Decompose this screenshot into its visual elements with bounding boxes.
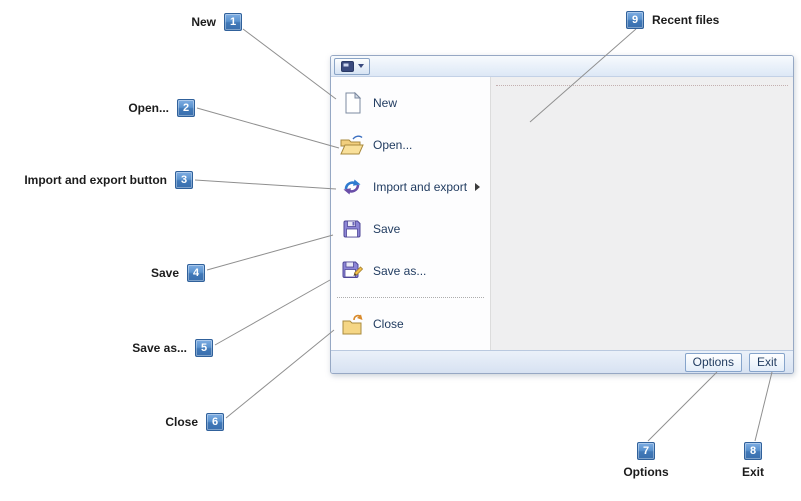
annotation-badge-3: 3	[175, 171, 193, 189]
annotation-label: Save as...	[132, 341, 187, 355]
import-export-icon	[339, 174, 365, 200]
menu-titlebar	[331, 56, 793, 77]
connector-line-4	[206, 234, 334, 271]
open-icon	[339, 132, 365, 158]
menu-body: New Open...	[331, 77, 793, 350]
connector-line-2	[196, 107, 340, 149]
menu-item-save-as[interactable]: Save as...	[331, 250, 490, 292]
annotation-import-export: Import and export button 3	[24, 171, 193, 189]
annotation-save-as: Save as... 5	[132, 339, 213, 357]
menu-separator	[337, 297, 484, 298]
annotation-options: 7 Options	[612, 442, 680, 479]
exit-button[interactable]: Exit	[748, 352, 785, 372]
menu-item-list: New Open...	[331, 77, 490, 350]
chevron-down-icon	[357, 64, 364, 68]
menu-item-label: Close	[373, 317, 404, 331]
annotation-label: Options	[623, 465, 669, 479]
menu-item-label: Open...	[373, 138, 413, 152]
annotation-badge-8: 8	[744, 442, 762, 460]
annotation-save: Save 4	[151, 264, 205, 282]
menu-item-open[interactable]: Open...	[331, 124, 490, 166]
office-button[interactable]	[334, 57, 370, 75]
connector-line-3	[194, 179, 337, 190]
save-icon	[339, 216, 365, 242]
connector-line-1	[242, 28, 337, 100]
annotation-badge-2: 2	[177, 99, 195, 117]
annotation-badge-5: 5	[195, 339, 213, 357]
annotation-badge-4: 4	[187, 264, 205, 282]
menu-item-label: Import and export	[373, 180, 468, 194]
annotation-label: Recent files	[652, 13, 720, 27]
options-button[interactable]: Options	[684, 352, 742, 372]
annotation-label: Import and export button	[24, 173, 167, 187]
new-icon	[339, 90, 365, 116]
close-icon	[339, 311, 365, 337]
annotation-exit: 8 Exit	[731, 442, 775, 479]
application-menu: New Open...	[330, 55, 794, 374]
annotation-badge-1: 1	[224, 13, 242, 31]
recent-files-panel	[490, 77, 793, 350]
menu-item-new[interactable]: New	[331, 82, 490, 124]
connector-line-8	[754, 371, 773, 442]
menu-item-label: Save	[373, 222, 401, 236]
submenu-arrow-icon	[475, 183, 480, 191]
connector-line-5	[214, 279, 331, 346]
annotation-badge-7: 7	[637, 442, 655, 460]
annotation-label: Close	[165, 415, 198, 429]
menu-item-save[interactable]: Save	[331, 208, 490, 250]
menu-item-label: Save as...	[373, 264, 427, 278]
save-as-icon	[339, 258, 365, 284]
annotation-label: Exit	[741, 465, 764, 479]
menu-footer: Options Exit	[331, 350, 793, 373]
menu-item-import-export[interactable]: Import and export	[331, 166, 490, 208]
office-button-icon	[340, 60, 354, 72]
annotation-open: Open... 2	[128, 99, 195, 117]
annotation-badge-6: 6	[206, 413, 224, 431]
connector-line-6	[225, 329, 335, 419]
annotation-label: Save	[150, 266, 179, 280]
menu-item-close[interactable]: Close	[331, 303, 490, 345]
annotation-recent-files: 9 Recent files	[626, 11, 719, 29]
annotation-close: Close 6	[165, 413, 224, 431]
annotation-label: New	[191, 15, 216, 29]
annotation-badge-9: 9	[626, 11, 644, 29]
annotation-label: Open...	[128, 101, 169, 115]
recent-files-separator	[496, 85, 788, 86]
annotation-new: New 1	[191, 13, 242, 31]
connector-line-7	[647, 371, 718, 442]
menu-item-label: New	[373, 96, 398, 110]
